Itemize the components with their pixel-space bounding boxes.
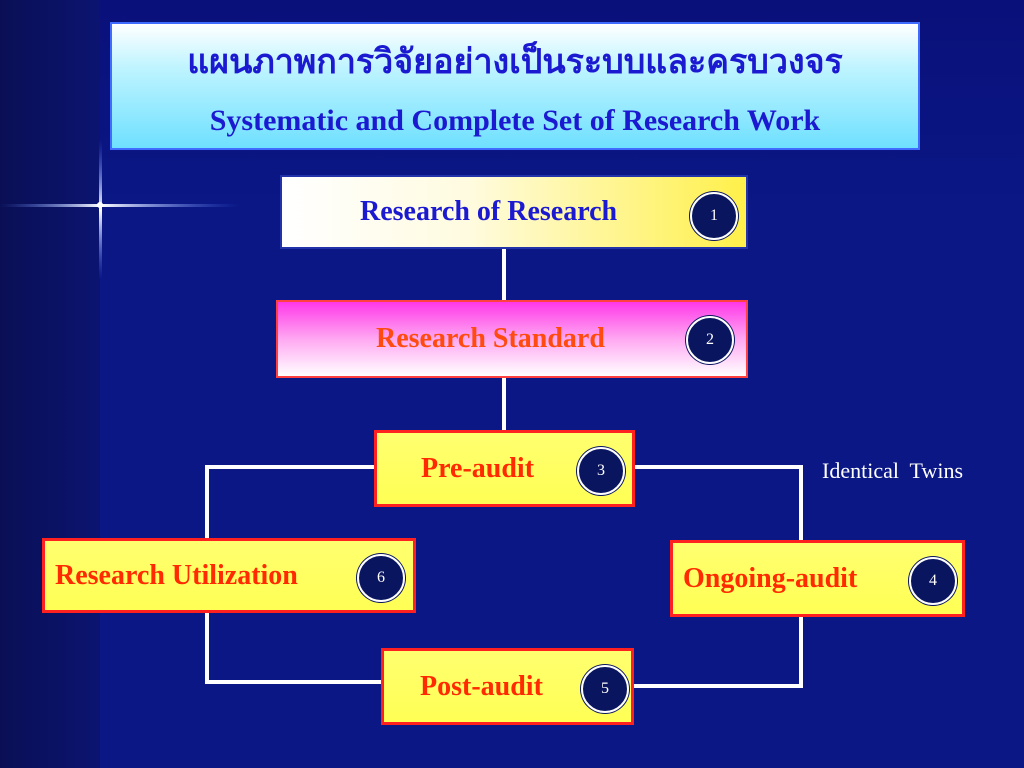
background-left-panel [0, 0, 100, 768]
node-research-utilization: Research Utilization 6 [42, 538, 416, 613]
node-label: Post-audit [420, 670, 543, 702]
title-english: Systematic and Complete Set of Research … [209, 104, 821, 137]
number-badge-icon: 4 [909, 557, 957, 605]
title-thai: แผนภาพการวิจัยอย่างเป็นระบบและครบวงจร [187, 42, 843, 82]
connector-6-3 [205, 465, 374, 538]
node-post-audit: Post-audit 5 [381, 648, 634, 725]
node-label: Research of Research [360, 196, 618, 227]
node-label: Ongoing-audit [683, 562, 858, 594]
node-label: Pre-audit [421, 452, 535, 484]
connector-3-4 [635, 465, 803, 540]
title-banner: แผนภาพการวิจัยอย่างเป็นระบบและครบวงจร Sy… [110, 22, 920, 150]
number-badge-icon: 1 [690, 192, 738, 240]
node-research-standard: Research Standard 2 [276, 300, 748, 378]
node-label: Research Standard [376, 323, 605, 354]
connector-5-6 [205, 613, 381, 684]
node-research-of-research: Research of Research 1 [280, 175, 748, 249]
sparkle-star-icon [0, 140, 240, 280]
number-badge-icon: 5 [581, 665, 629, 713]
number-badge-icon: 2 [686, 316, 734, 364]
node-ongoing-audit: Ongoing-audit 4 [670, 540, 965, 617]
identical-twins-annotation: Identical Twins [822, 458, 964, 483]
connector-4-5 [634, 617, 803, 688]
node-pre-audit: Pre-audit 3 [374, 430, 635, 507]
number-badge-icon: 3 [577, 447, 625, 495]
node-label: Research Utilization [55, 559, 298, 591]
number-badge-icon: 6 [357, 554, 405, 602]
